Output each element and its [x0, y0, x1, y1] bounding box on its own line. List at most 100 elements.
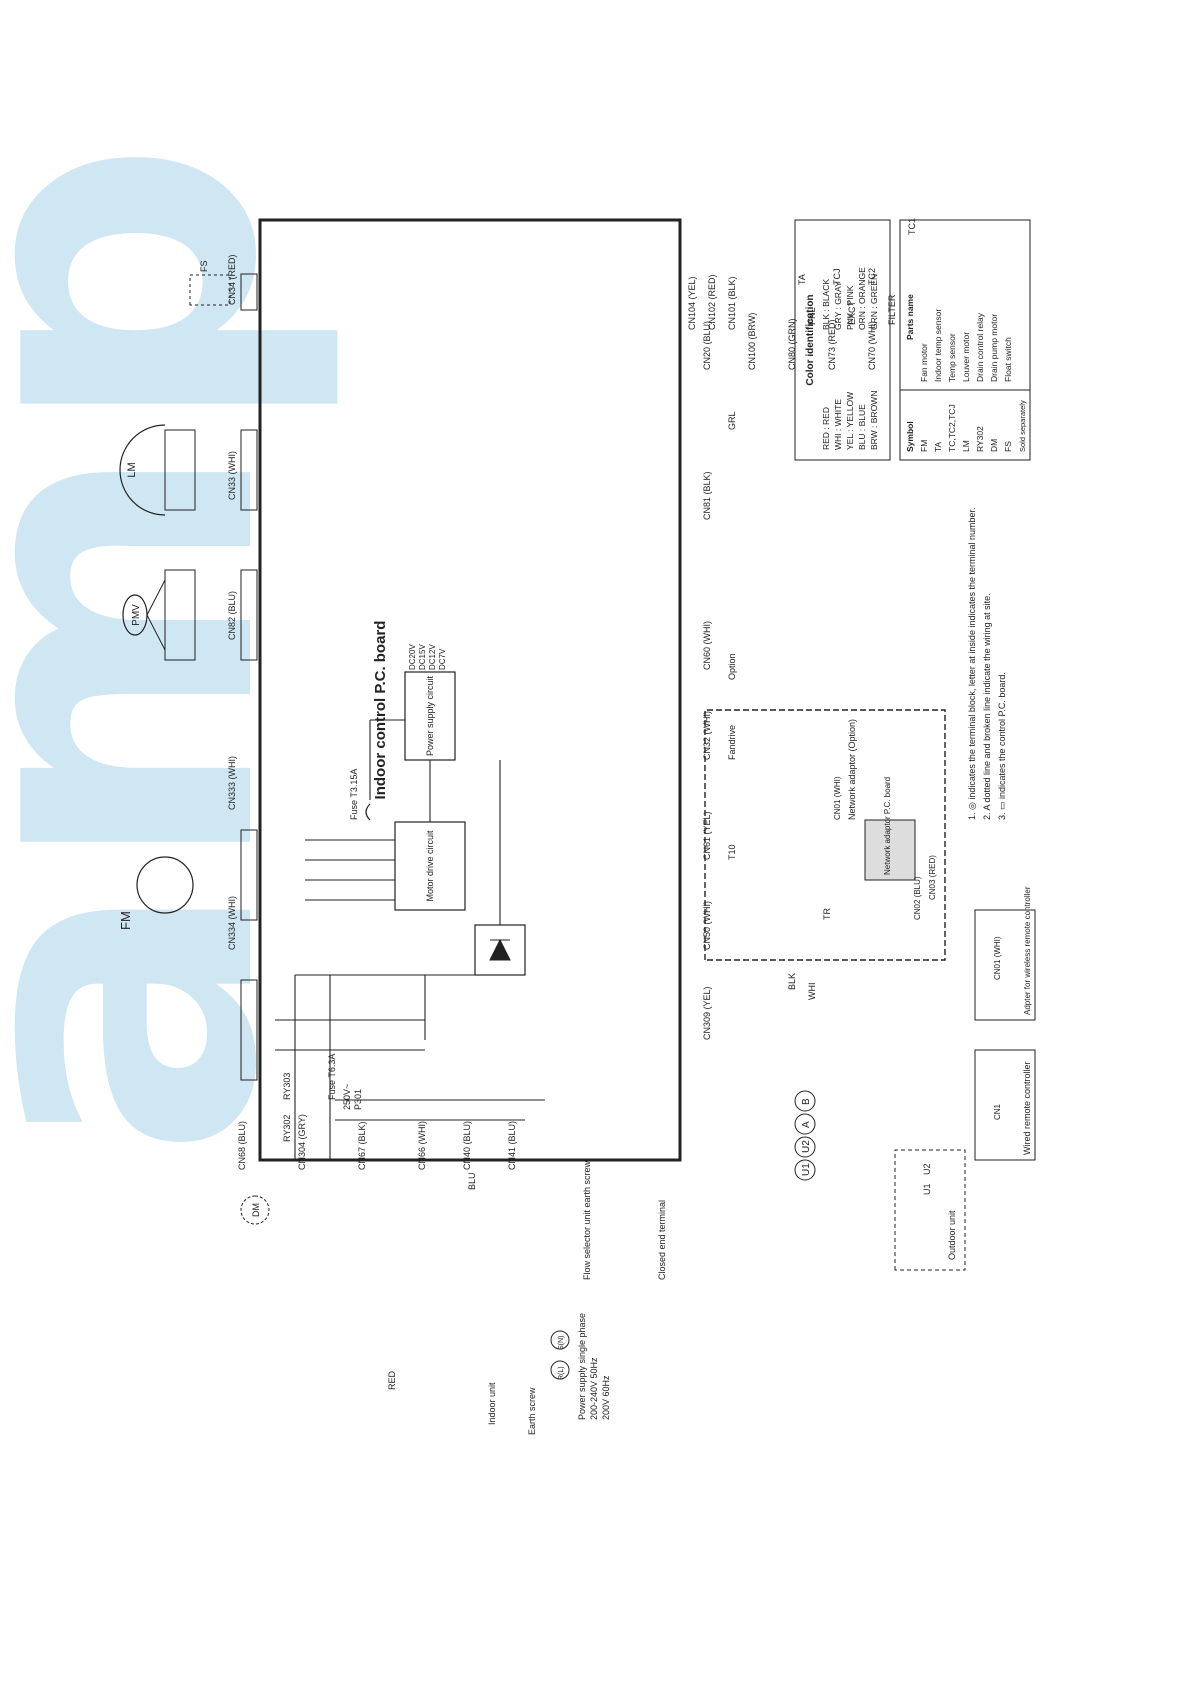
svg-text:BRW : BROWN: BRW : BROWN — [869, 391, 879, 450]
cn100-label: CN100 (BRW) — [747, 313, 757, 370]
pmv-valve: PMV — [122, 569, 196, 661]
dc-output-2: DC15V — [418, 644, 427, 670]
cn33-block — [240, 429, 258, 511]
exct-label: EXCT — [847, 300, 857, 325]
cn82-block — [240, 569, 258, 661]
cn34-block — [240, 273, 258, 311]
wire-red-1: RED — [387, 1370, 397, 1390]
svg-text:LM: LM — [961, 440, 971, 452]
wireless-adapter-box — [974, 909, 1036, 1021]
cn81-label: CN81 (BLK) — [702, 471, 712, 520]
svg-text:RY302: RY302 — [975, 426, 985, 452]
svg-text:Parts name: Parts name — [905, 294, 915, 340]
dc-outputs: DC20V DC15V DC12V DC7V — [408, 644, 447, 670]
note-3: 3. ▭ indicates the control P.C. board. — [997, 672, 1007, 820]
cn67-label: CN67 (BLK) — [357, 1121, 367, 1170]
drain-pump: DM — [240, 1195, 270, 1225]
svg-text:BLK : BLACK: BLK : BLACK — [821, 279, 831, 330]
fandrive-label: Fandrive — [727, 725, 737, 760]
outdoor-unit-box — [894, 1149, 966, 1271]
wireless-cn01: CN01 (WHI) — [993, 936, 1002, 980]
pc-board-title: Indoor control P.C. board — [372, 621, 389, 800]
cn32-label: CN32 (WHI) — [702, 711, 712, 760]
lower-connectors: CN68 (BLU) CN304 (GRY) CN67 (BLK) CN66 (… — [237, 1114, 517, 1170]
note-2: 2. A dotted line and broken line indicat… — [982, 593, 992, 820]
cn334-block — [240, 979, 258, 1081]
pc-board-outline — [258, 218, 682, 1162]
grl-label: GRL — [727, 411, 737, 430]
cn333-block — [240, 829, 258, 921]
network-adaptor-option: Network adaptor (Option) — [847, 719, 857, 820]
tr-label: TR — [822, 908, 832, 920]
float-switch: FS — [189, 260, 231, 306]
color-identification-box — [794, 219, 891, 461]
fuse-main — [365, 803, 371, 821]
flow-selector-label: Flow selector unit earth screw — [582, 1160, 592, 1280]
lm-label: LM — [126, 462, 138, 477]
network-adaptor-pcb — [864, 819, 916, 881]
outdoor-terminal-u1: U1 — [922, 1183, 932, 1195]
cn61-label: CN61 (YEL) — [702, 811, 712, 860]
wired-remote-label: Wired remote controller — [1022, 1061, 1032, 1155]
cn334-label: CN334 (WHI) — [227, 896, 237, 950]
cn104-label: CN104 (YEL) — [687, 276, 697, 330]
svg-text:Drain control relay: Drain control relay — [975, 312, 985, 382]
power-rating-2: 200V 60Hz — [601, 1375, 611, 1420]
power-supply-label: Power supply circuit — [425, 675, 435, 756]
outdoor-terminal-u2: U2 — [922, 1163, 932, 1175]
cn82-label: CN82 (BLU) — [227, 591, 237, 640]
note-1: 1. ◎ indicates the terminal block, lette… — [967, 507, 977, 820]
power-supply-block: R(L) S(N) Power supply single phase 200-… — [487, 1160, 667, 1435]
cn66-label: CN66 (WHI) — [417, 1121, 427, 1170]
cn03-label: CN03 (RED) — [928, 855, 937, 900]
wired-remote-box — [974, 1049, 1036, 1161]
network-adaptor-board: Network adaptor P.C. board — [883, 777, 892, 875]
fuse-main-label: Fuse T3.15A — [349, 769, 359, 820]
notes: 1. ◎ indicates the terminal block, lette… — [967, 507, 1007, 820]
filter-label: FILTER — [887, 294, 897, 325]
color-col-2: BLK : BLACK GRY : GRAY PNK : PINK ORN : … — [821, 267, 879, 330]
cn60-label: CN60 (WHI) — [702, 621, 712, 670]
watermark: amp — [0, 138, 350, 1160]
relay-ry303: RY303 — [282, 1073, 292, 1100]
power-terminal-r: R(L) — [558, 1366, 565, 1380]
svg-text:Fan motor: Fan motor — [919, 343, 929, 382]
motor-drive-label: Motor drive circuit — [425, 830, 435, 902]
top-connectors: CN34 (RED) CN33 (WHI) CN82 (BLU) CN333 (… — [227, 254, 258, 1081]
cn80-label: CN80 (GRN) — [787, 318, 797, 370]
wire-blk-1: BLK — [787, 973, 797, 990]
svg-text:WHI : WHITE: WHI : WHITE — [833, 399, 843, 450]
svg-text:BLU : BLUE: BLU : BLUE — [857, 404, 867, 450]
svg-text:Float switch: Float switch — [1003, 337, 1013, 382]
svg-text:Louver motor: Louver motor — [961, 332, 971, 382]
ta-label: TA — [797, 274, 807, 285]
cn34-label: CN34 (RED) — [227, 254, 237, 305]
terminal-u1: U1 — [801, 1163, 812, 1176]
wireless-adapter-label: Adpter for wireless remote controller — [1023, 886, 1032, 1015]
svg-text:YEL : YELLOW: YEL : YELLOW — [845, 392, 855, 450]
svg-text:Drain pump motor: Drain pump motor — [989, 314, 999, 382]
wire-blu-1: BLU — [467, 1172, 477, 1190]
dc-output-3: DC12V — [428, 644, 437, 670]
svg-text:Temp sensor: Temp sensor — [947, 333, 957, 382]
rectifier-diode-icon — [489, 938, 511, 961]
svg-text:FM: FM — [919, 440, 929, 452]
cn304-label: CN304 (GRY) — [297, 1114, 307, 1170]
cn309-label: CN309 (YEL) — [702, 986, 712, 1040]
dc-output-1: DC20V — [408, 644, 417, 670]
terminal-block-abcd: U1 U2 A B — [794, 1090, 816, 1181]
terminal-b: B — [801, 1098, 812, 1105]
pnl-label: PNL — [807, 307, 817, 325]
color-identification-title: Color identification — [805, 294, 816, 385]
louver-motor: LM — [119, 424, 196, 516]
cn50-label: CN50 (WHI) — [702, 901, 712, 950]
indoor-unit-label: Indoor unit — [487, 1382, 497, 1425]
svg-text:RED : RED: RED : RED — [821, 407, 831, 450]
svg-text:TA: TA — [933, 441, 943, 452]
bottom-connectors: CN20 (BLU) GRL CN81 (BLK) CN60 (WHI) Opt… — [702, 321, 737, 1040]
power-rating-1: 200-240V 50Hz — [589, 1357, 599, 1420]
parts-table — [899, 219, 1031, 461]
cn70-label: CN70 (WHI) — [867, 321, 877, 370]
